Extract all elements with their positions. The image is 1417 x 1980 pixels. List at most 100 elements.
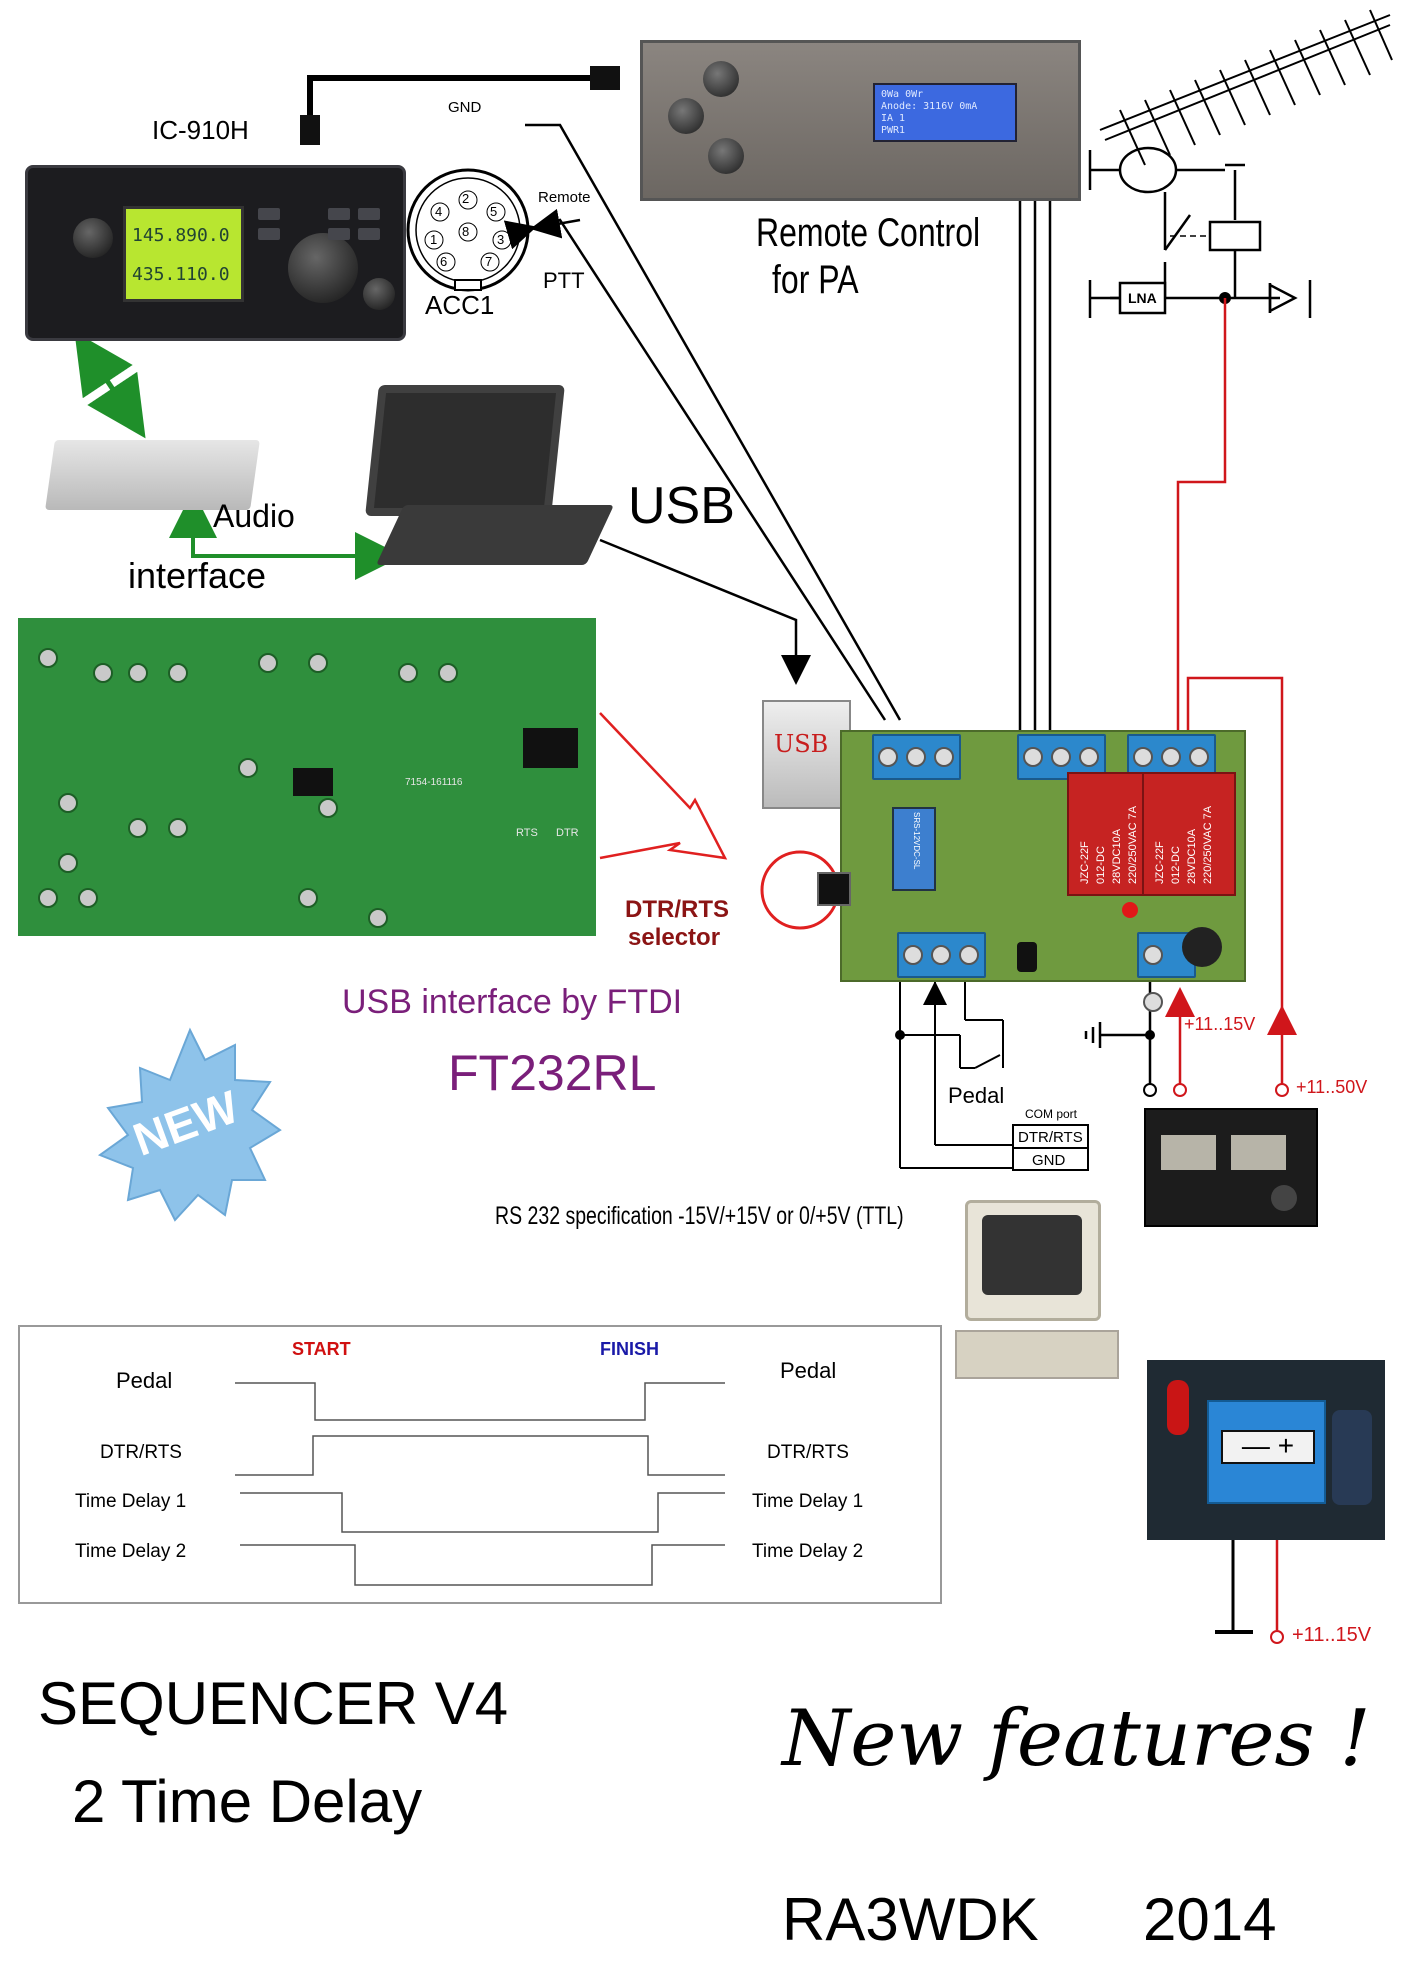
acc-ptt-label: PTT [543, 268, 585, 293]
remote-display: 0Wa 0Wr Anode: 3116V 0mA IA 1 PWR1 [873, 83, 1017, 142]
acc-pin: 6 [440, 254, 448, 269]
timing-left-dtr: DTR/RTS [100, 1442, 182, 1463]
radio-button [258, 228, 280, 240]
voltage-label-relay: +11..50V [1296, 1077, 1368, 1097]
acc-pin: 3 [497, 232, 505, 247]
timing-right-td2: Time Delay 2 [752, 1541, 864, 1562]
selector-label-1: DTR/RTS [625, 896, 729, 923]
relay-text: 28VDC10A [1111, 828, 1123, 884]
cable-plug-2 [590, 66, 620, 90]
relay-text: 220/250VAC 7A [1127, 805, 1139, 884]
timing-left-td2: Time Delay 2 [75, 1541, 187, 1562]
ftdi-pcb-photo: 7154-161116 RTS DTR [18, 618, 596, 936]
small-relay [892, 807, 936, 891]
psu-knob [1271, 1185, 1297, 1211]
radio-model-label: IC-910H [152, 115, 249, 145]
timing-right-dtr: DTR/RTS [767, 1442, 849, 1463]
ftdi-chip [523, 728, 578, 768]
laptop-keyboard [376, 505, 614, 565]
remote-display-line: IA 1 [881, 113, 906, 124]
usb-cable [599, 538, 811, 685]
remote-knob [668, 98, 704, 134]
main-dial-knob [288, 233, 358, 303]
pcb-chip-id: 7154-161116 [405, 777, 463, 788]
volume-knob [73, 218, 113, 258]
ftdi-label-2: FT232RL [448, 1045, 657, 1101]
radio-main-frequency: 145.890.0 [132, 225, 230, 246]
audio-arrow-1 [74, 331, 146, 439]
pcb-rts-label: RTS [516, 827, 538, 839]
remote-pa-title-1: Remote Control [756, 211, 981, 255]
acc-pin: 1 [430, 232, 438, 247]
sequencer-subtitle: 2 Time Delay [72, 1768, 423, 1835]
timing-right-td1: Time Delay 1 [752, 1491, 864, 1512]
relay-text: 220/250VAC 7A [1202, 805, 1214, 884]
voltage-label-terminal: +11..15V [1292, 1624, 1372, 1646]
acc1-connector [406, 168, 530, 292]
remote-display-line: PWR1 [881, 125, 906, 136]
usb-connector: USB [762, 700, 851, 809]
radio-button [328, 228, 350, 240]
radio-sub-frequency: 435.110.0 [132, 264, 230, 285]
acc-remote-label: Remote [538, 189, 591, 206]
acc-gnd-label: GND [448, 99, 482, 116]
rs232-spec-label: RS 232 specification -15V/+15V or 0/+5V … [495, 1202, 904, 1230]
led-photo [1167, 1380, 1189, 1435]
acc-pin: 8 [462, 224, 470, 239]
relay-text: 012-DC [1095, 846, 1107, 884]
selector-label-2: selector [628, 924, 721, 951]
led-indicator [1122, 902, 1138, 918]
author-callsign: RA3WDK [782, 1886, 1039, 1953]
radio-button [358, 228, 380, 240]
audio-label-2: interface [128, 555, 267, 596]
remote-knob [708, 138, 744, 174]
ic-chip [293, 768, 333, 796]
voltage-label-board: +11..15V [1184, 1014, 1256, 1034]
pc-monitor [965, 1200, 1101, 1321]
lna-power-wire [1176, 298, 1227, 735]
cable-plug-1 [300, 115, 320, 145]
remote-knob [703, 61, 739, 97]
capacitor-photo [1332, 1410, 1372, 1505]
ftdi-label-1: USB interface by FTDI [342, 983, 683, 1021]
radio-button [258, 208, 280, 220]
power-terminal-block: — + [1207, 1400, 1326, 1504]
com-port-dtr-rts: DTR/RTS [1018, 1129, 1083, 1146]
pedal-label: Pedal [948, 1083, 1005, 1108]
polarity-label: — + [1221, 1430, 1315, 1464]
timing-right-pedal: Pedal [780, 1358, 837, 1383]
power-relay-2: JZC-22F 012-DC 28VDC10A 220/250VAC 7A [1142, 772, 1236, 896]
acc-pin: 5 [490, 204, 498, 219]
relay-text: 012-DC [1170, 846, 1182, 884]
usb-title: USB [628, 477, 735, 535]
remote-display-line: Anode: 3116V 0mA [881, 101, 978, 112]
com-port-gnd: GND [1032, 1152, 1066, 1169]
lna-label: LNA [1128, 290, 1157, 306]
relay-text: JZC-22F [1154, 841, 1166, 884]
pc-case [955, 1330, 1119, 1379]
author-year: 2014 [1143, 1886, 1277, 1953]
new-badge-shape [97, 1027, 282, 1222]
board-power-wire [1186, 676, 1284, 1010]
selector-arrow [599, 712, 728, 860]
acc-pin: 2 [462, 191, 470, 206]
timing-diagram-frame [18, 1325, 942, 1604]
lna-schematic [1088, 146, 1312, 318]
timing-left-pedal: Pedal [116, 1368, 173, 1393]
pcb-dtr-label: DTR [556, 827, 579, 839]
laptop-screen [365, 385, 565, 516]
radio-button [328, 208, 350, 220]
com-port-title: COM port [1025, 1107, 1078, 1121]
capacitor [1182, 927, 1222, 967]
timing-left-td1: Time Delay 1 [75, 1491, 187, 1512]
timing-waveforms [235, 1382, 725, 1586]
audio-label-1: Audio [213, 498, 295, 534]
antenna-icon [1099, 9, 1393, 166]
usb-connector-label: USB [774, 730, 829, 758]
acc-pin: 4 [435, 204, 443, 219]
electrolytic-cap [1017, 942, 1037, 972]
psu-meter [1161, 1135, 1216, 1170]
gnd-wire [525, 123, 902, 721]
timing-finish-label: FINISH [600, 1339, 660, 1359]
acc-name-label: ACC1 [425, 290, 495, 320]
